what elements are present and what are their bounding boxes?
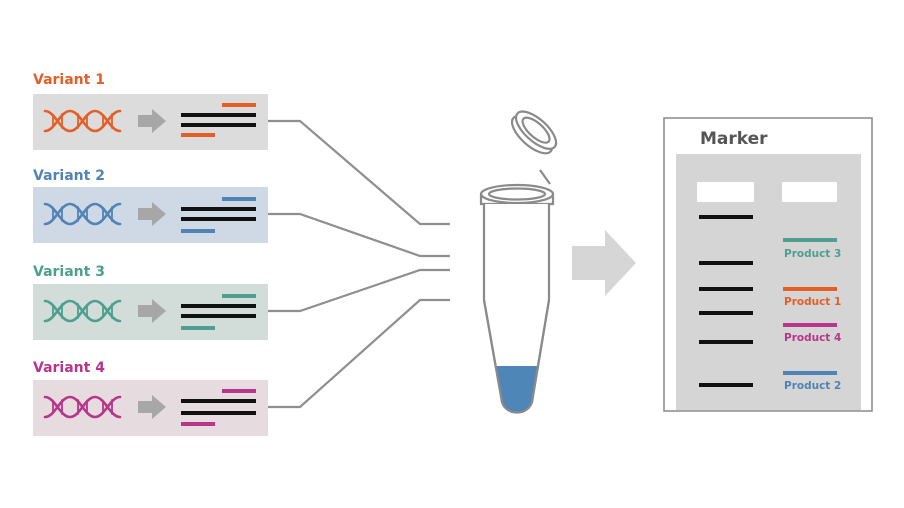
marker-well bbox=[697, 182, 754, 202]
dna-helix-icon bbox=[43, 202, 122, 226]
dna-helix-icon bbox=[43, 395, 122, 419]
arrow-right-icon bbox=[138, 109, 166, 133]
variant-1-group: Variant 1 bbox=[33, 72, 268, 150]
variant-3-label: Variant 3 bbox=[33, 264, 105, 280]
variant-4-group: Variant 4 bbox=[33, 360, 268, 436]
marker-ladder bbox=[699, 215, 753, 387]
variant-1-label: Variant 1 bbox=[33, 72, 105, 88]
dna-helix-icon bbox=[43, 299, 122, 323]
tube-tip-outline bbox=[482, 299, 551, 414]
product-bands bbox=[181, 103, 256, 137]
product-1-band: Product 1 bbox=[783, 287, 841, 308]
arrow-right-icon bbox=[138, 202, 166, 226]
product-1-label: Product 1 bbox=[784, 296, 841, 308]
product-3-label: Product 3 bbox=[784, 248, 841, 260]
arrow-right-icon bbox=[572, 230, 636, 296]
product-2-band: Product 2 bbox=[783, 371, 841, 392]
product-bands bbox=[181, 389, 256, 426]
product-4-band: Product 4 bbox=[783, 323, 841, 344]
arrow-right-icon bbox=[138, 395, 166, 419]
sample-well bbox=[782, 182, 837, 202]
variant-2-group: Variant 2 bbox=[33, 168, 268, 243]
pcr-tube-icon bbox=[479, 110, 558, 414]
product-3-band: Product 3 bbox=[783, 238, 841, 260]
marker-title: Marker bbox=[700, 129, 768, 149]
dna-helix-icon bbox=[43, 109, 122, 133]
variant-2-label: Variant 2 bbox=[33, 168, 105, 184]
tube-liquid bbox=[495, 366, 539, 413]
connector-lines bbox=[268, 119, 450, 409]
arrow-right-icon bbox=[138, 299, 166, 323]
gel-electrophoresis-icon: Marker Product 3 Product 1 Product 4 Pro… bbox=[663, 117, 873, 412]
product-bands bbox=[181, 197, 256, 233]
product-bands bbox=[181, 294, 256, 330]
product-2-label: Product 2 bbox=[784, 380, 841, 392]
variant-3-group: Variant 3 bbox=[33, 264, 268, 340]
variant-4-label: Variant 4 bbox=[33, 360, 105, 376]
product-4-label: Product 4 bbox=[784, 332, 841, 344]
